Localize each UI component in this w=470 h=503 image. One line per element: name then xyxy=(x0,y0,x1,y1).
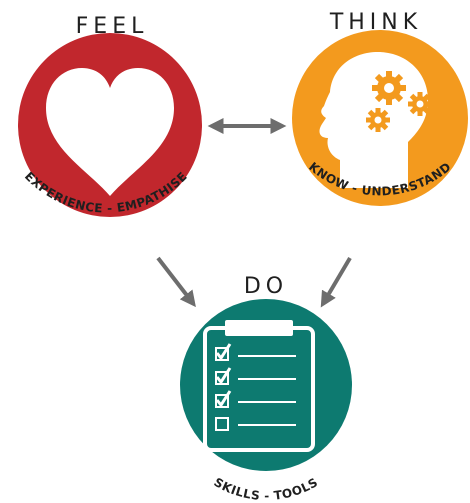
heart-icon xyxy=(46,68,174,196)
do-circle xyxy=(180,299,352,471)
checklist-row xyxy=(215,417,296,431)
head-with-gears-icon xyxy=(319,52,432,188)
clipboard-checklist-icon xyxy=(203,320,315,452)
checklist-row xyxy=(215,367,296,385)
gear-icon-small xyxy=(366,108,390,132)
clipboard-clip xyxy=(225,320,293,336)
arrows xyxy=(156,118,352,308)
checkmark-icon xyxy=(215,367,232,385)
gear-icon-right xyxy=(408,92,432,116)
checkmark-icon xyxy=(215,390,232,408)
think-do-arrow xyxy=(320,256,352,308)
think-node: KNOW - UNDERSTAND xyxy=(292,30,468,206)
do-node: SKILLS - TOOLS xyxy=(180,299,352,503)
gear-icon-large xyxy=(372,71,406,105)
feel-do-arrow xyxy=(156,256,196,308)
feel-node: EXPERIENCE - EMPATHISE xyxy=(18,33,202,217)
do-caption: SKILLS - TOOLS xyxy=(212,475,320,503)
do-title: DO xyxy=(244,274,288,299)
checkmark-icon xyxy=(215,343,232,361)
svg-text:SKILLS - TOOLS: SKILLS - TOOLS xyxy=(212,475,321,503)
checklist-row xyxy=(215,390,296,408)
checklist-row xyxy=(215,343,296,361)
